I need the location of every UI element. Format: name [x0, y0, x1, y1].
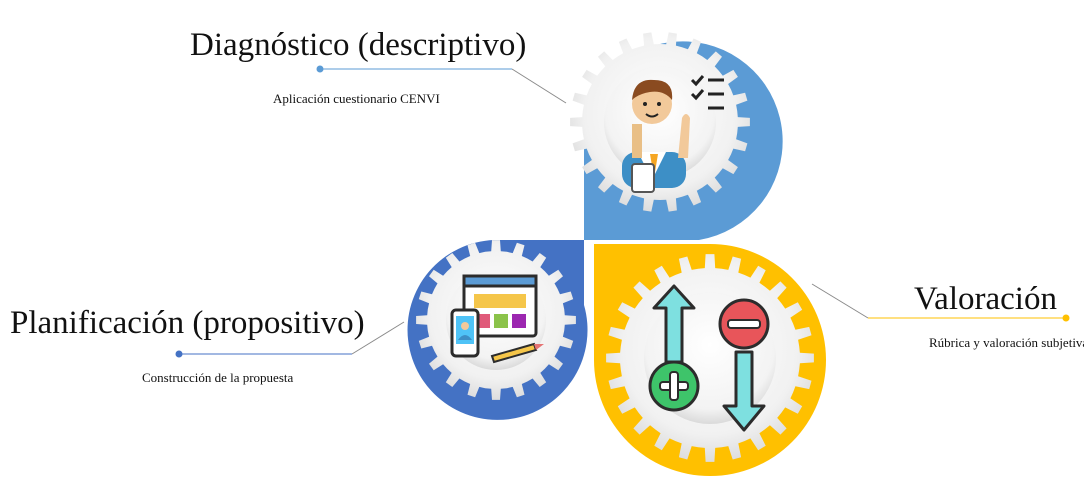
title-valoracion: Valoración [914, 281, 1057, 317]
dot-valoracion [1062, 314, 1070, 322]
title-diagnostico: Diagnóstico (descriptivo) [190, 27, 527, 63]
title-planificacion: Planificación (propositivo) [10, 305, 365, 341]
subtitle-diagnostico: Aplicación cuestionario CENVI [273, 91, 440, 106]
dot-planificacion [175, 350, 183, 358]
connector-dots [175, 65, 1070, 358]
connector-diagnostico-diag [511, 68, 567, 104]
plus-minus-arrows-icon [648, 284, 770, 432]
connector-lines [179, 68, 1066, 355]
subtitle-valoracion: Rúbrica y valoración subjetiva [929, 335, 1084, 350]
dot-diagnostico [316, 65, 324, 73]
gear-valoracion [606, 254, 814, 462]
web-design-icon [450, 274, 544, 364]
connector-valoracion-diag [811, 283, 869, 319]
connector-planificacion-diag [351, 321, 405, 355]
subtitle-planificacion: Construcción de la propuesta [142, 370, 294, 385]
teacher-checklist-icon [622, 75, 724, 193]
